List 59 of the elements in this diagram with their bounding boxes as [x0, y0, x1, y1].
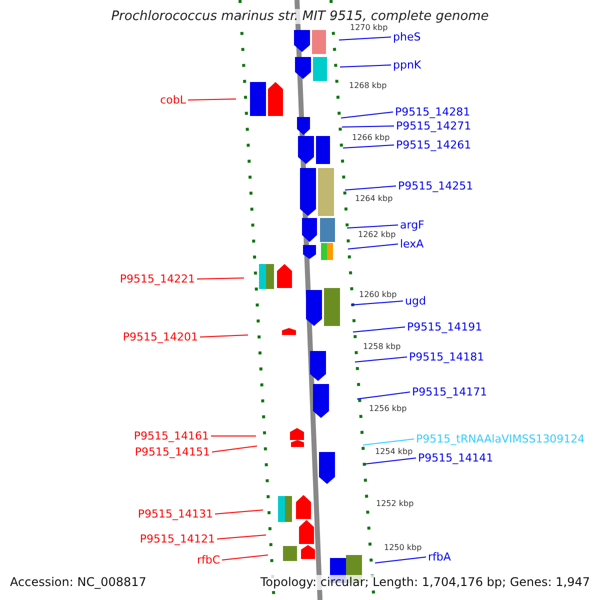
scale-tick-label: 1250 kbp	[384, 543, 422, 553]
leader-line	[362, 438, 414, 446]
gene-label: ugd	[405, 294, 426, 308]
gene-label: P9515_14151	[134, 446, 210, 458]
gene-label: lexA	[400, 238, 424, 250]
scale-tick-label: 1264 kbp	[355, 194, 393, 204]
gene-label: P9515_14271	[396, 120, 472, 132]
scale-tick-label: 1252 kbp	[376, 499, 414, 509]
gene-label: P9515_14121	[140, 532, 215, 546]
genome-info-text: Topology: circular; Length: 1,704,176 bp; Genes: 1,947	[258, 575, 592, 590]
gene-label: cobL	[160, 94, 186, 106]
leader-line	[350, 300, 404, 306]
gene-label: rfbC	[196, 554, 220, 566]
leader-line	[346, 224, 398, 228]
scale-tick-label: 1258 kbp	[363, 342, 401, 352]
scale-tick-label: 1256 kbp	[369, 404, 407, 414]
leader-line	[214, 510, 264, 514]
leader-line	[216, 534, 266, 540]
gene-label: argF	[400, 218, 424, 232]
gene-label: rfbA	[428, 550, 451, 564]
leader-line	[188, 98, 236, 100]
leader-line	[352, 326, 406, 332]
leader-line	[212, 446, 258, 452]
gene-label: pheS	[393, 30, 421, 44]
gene-label: ppnK	[393, 58, 422, 72]
gene-label: P9515_14221	[120, 272, 195, 286]
gene-label: P9515_14251	[398, 180, 474, 192]
leader-line	[356, 392, 410, 400]
title: Prochlorococcus marinus str. MIT 9515, complete genome	[110, 9, 490, 24]
scale-tick-label: 1270 kbp	[350, 23, 388, 33]
leader-line	[342, 126, 394, 128]
leader-line	[222, 554, 268, 560]
gene-label: P9515_14261	[396, 138, 472, 152]
leader-line	[338, 36, 392, 40]
gene-label: P9515_14191	[407, 320, 482, 334]
leader-line	[348, 244, 398, 250]
gene-label: P9515_14201	[122, 330, 198, 344]
scale-tick-label: 1254 kbp	[375, 447, 413, 457]
leader-line	[344, 186, 396, 190]
gene-label: P9515_14161	[134, 430, 209, 442]
scale-tick-label: 1268 kbp	[349, 81, 387, 91]
leader-line	[340, 112, 394, 118]
gene-label: P9515_tRNAAlaVIMSS1309124	[416, 432, 585, 446]
scale-tick-label: 1262 kbp	[358, 230, 396, 240]
gene-label: P9515_14171	[412, 386, 488, 398]
leader-line	[196, 278, 244, 280]
leader-line	[340, 64, 392, 68]
scale-tick-label: 1260 kbp	[359, 290, 397, 300]
scale-tick-label: 1266 kbp	[352, 133, 390, 143]
leader-line	[200, 334, 248, 338]
gene-label: P9515_14131	[138, 508, 213, 520]
gene-label: P9515_14181	[409, 350, 484, 364]
genome-info-text: Accession: NC_008817	[8, 575, 148, 590]
gene-label: P9515_14281	[395, 106, 470, 118]
leader-line	[342, 144, 394, 148]
gene-label: P9515_14141	[418, 452, 494, 464]
leader-line	[354, 356, 408, 362]
leader-line	[374, 556, 426, 564]
leader-line	[364, 458, 416, 464]
